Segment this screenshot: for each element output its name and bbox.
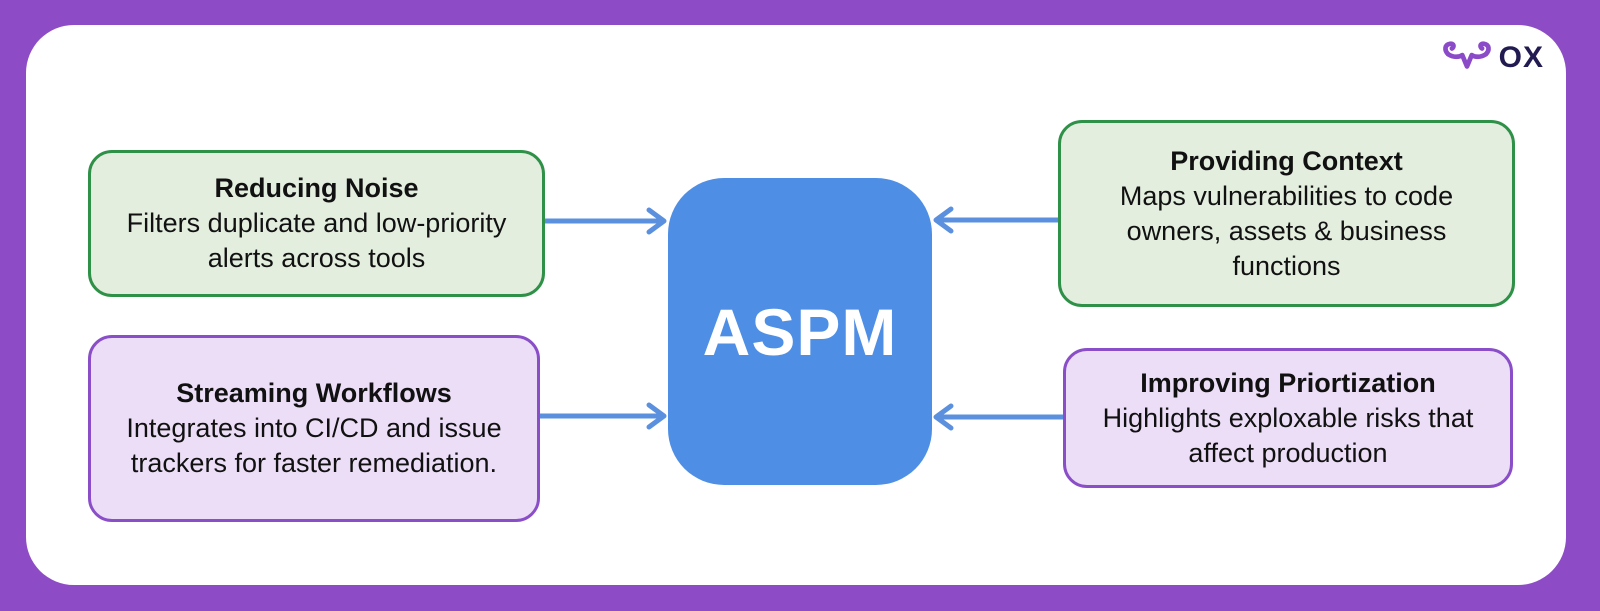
- node-body: Integrates into CI/CD and issue trackers…: [126, 413, 502, 478]
- node-body: Filters duplicate and low-priority alert…: [126, 208, 507, 273]
- node-aspm: ASPM: [668, 178, 932, 485]
- node-title: Reducing Noise: [214, 173, 419, 203]
- ox-logo: OX: [1442, 40, 1544, 74]
- node-improving-priortization: Improving Priortization Highlights explo…: [1063, 348, 1513, 488]
- node-title: Improving Priortization: [1140, 367, 1436, 398]
- node-streaming-workflows: Streaming Workflows Integrates into CI/C…: [88, 335, 540, 522]
- ox-bull-icon: [1442, 41, 1491, 69]
- node-body: Highlights exploxable risks that affect …: [1102, 402, 1474, 468]
- node-title: Streaming Workflows: [176, 378, 452, 408]
- node-reducing-noise: Reducing Noise Filters duplicate and low…: [88, 150, 545, 297]
- node-title: Providing Context: [1170, 145, 1403, 176]
- node-body: Maps vulnerabilities to code owners, ass…: [1119, 180, 1454, 281]
- ox-logo-text: OX: [1498, 41, 1544, 74]
- aspm-label: ASPM: [702, 294, 898, 369]
- node-providing-context: Providing Context Maps vulnerabilities t…: [1058, 120, 1515, 307]
